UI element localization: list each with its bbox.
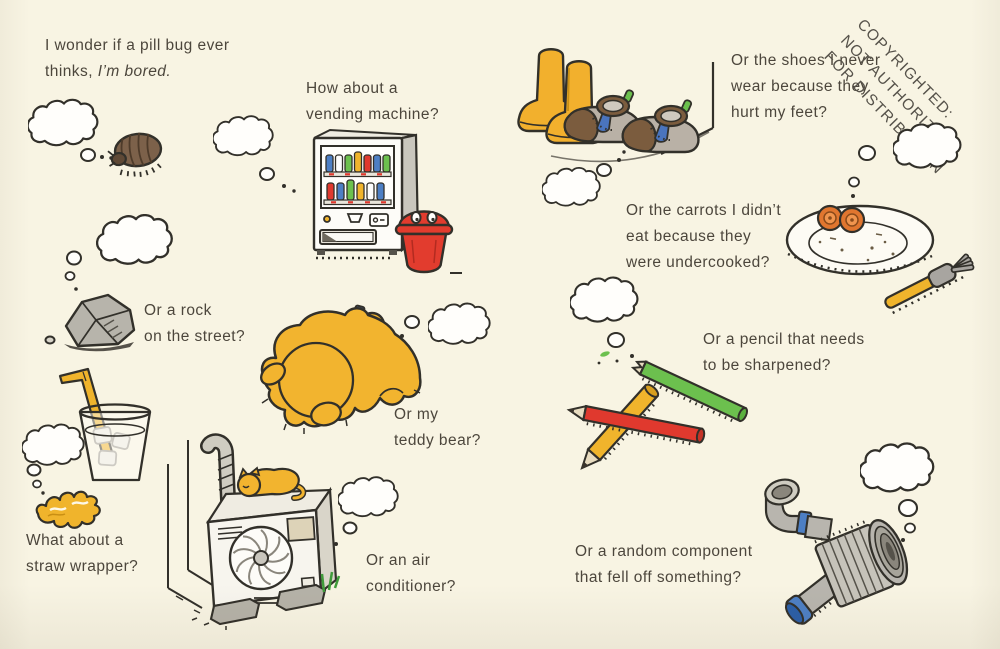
pencil-red — [566, 404, 706, 447]
component-illustration — [764, 478, 909, 625]
caption-line: teddy bear? — [394, 432, 481, 449]
caption-line: that fell off something? — [575, 569, 742, 586]
ac-fan — [228, 525, 294, 591]
caption-line: I wonder if a pill bug ever — [45, 37, 230, 54]
caption-line: What about a — [26, 532, 124, 549]
caption-shoes: Or the shoes I never wear because they h… — [731, 48, 880, 126]
thought-cloud-straw — [22, 423, 85, 495]
pebble — [44, 335, 56, 345]
caption-pill-bug: I wonder if a pill bug ever thinks, I’m … — [45, 33, 229, 85]
water-line — [84, 423, 146, 437]
thought-cloud-vending — [213, 115, 296, 193]
caption-line: to be sharpened? — [703, 357, 831, 374]
caption-line: eat because they — [626, 228, 752, 245]
pencil-green — [630, 360, 749, 424]
pencil-shaving — [600, 351, 610, 357]
component-elbow — [764, 478, 833, 542]
ac-pipe — [200, 433, 236, 508]
thought-cloud-shoes — [542, 150, 626, 207]
coin-slot — [346, 213, 364, 223]
shoe-back — [563, 89, 642, 144]
caption-vending: How about a vending machine? — [306, 76, 439, 128]
thought-cloud-rock — [64, 214, 173, 291]
caption-line: Or an air — [366, 552, 431, 569]
caption-pencil: Or a pencil that needs to be sharpened? — [703, 327, 865, 379]
caption-line: Or the carrots I didn’t — [626, 202, 782, 219]
thought-cloud-teddy — [400, 302, 491, 345]
air-conditioner-illustration — [167, 433, 341, 630]
component-body — [814, 519, 909, 608]
trash-can-illustration — [394, 210, 462, 274]
caption-line: were undercooked? — [626, 254, 770, 271]
concrete-block — [209, 597, 261, 626]
pill-bug-illustration — [107, 132, 163, 177]
caption-line: Or a pencil that needs — [703, 331, 865, 348]
coin-return-panel — [369, 213, 389, 227]
trash-body — [400, 232, 448, 274]
fork — [884, 253, 975, 315]
shoe-toe-cap — [563, 107, 599, 143]
caption-line: wear because they — [731, 78, 869, 95]
carrot-plate-illustration — [785, 204, 975, 315]
thought-cloud-component — [860, 442, 935, 542]
thought-cloud-pencil — [570, 276, 639, 358]
caption-air-conditioner: Or an air conditioner? — [366, 548, 456, 600]
bottle-row-1 — [325, 151, 391, 173]
cat-closed-eye — [242, 485, 250, 489]
pencils-illustration — [566, 351, 749, 470]
caption-line: conditioner? — [366, 578, 456, 595]
caption-carrots: Or the carrots I didn’t eat because they… — [626, 198, 781, 276]
caption-line: Or a random component — [575, 543, 753, 560]
carrot-slice — [838, 206, 866, 234]
caption-line: How about a — [306, 80, 398, 97]
caption-line: straw wrapper? — [26, 558, 139, 575]
caption-straw: What about a straw wrapper? — [26, 528, 138, 580]
caption-line: vending machine? — [306, 106, 440, 123]
wall-corner — [167, 440, 215, 614]
shoe-front — [621, 99, 700, 154]
caption-line: hurt my feet? — [731, 104, 828, 121]
thought-cloud-air-conditioner — [334, 476, 399, 546]
concrete-block — [275, 583, 327, 612]
pill-bug-head — [110, 151, 127, 167]
caption-component: Or a random component that fell off some… — [575, 539, 752, 591]
straw-wrapper-illustration — [35, 490, 101, 529]
teddy-foot — [310, 401, 342, 427]
caption-line: Or a rock — [144, 302, 212, 319]
caption-line: Or the shoes I never — [731, 52, 881, 69]
caption-line: Or my — [394, 406, 439, 423]
sleeping-cat — [236, 466, 307, 501]
glass-illustration — [58, 367, 152, 482]
shoe-toe-cap — [621, 117, 657, 153]
grass-tuft — [320, 571, 341, 593]
caption-teddy: Or my teddy bear? — [394, 402, 481, 454]
teddy-arm — [260, 362, 286, 386]
carrot-slice — [816, 204, 844, 232]
ac-panel — [286, 516, 316, 542]
vending-button — [323, 215, 331, 223]
cat-head — [236, 472, 262, 498]
thought-cloud-carrots — [848, 122, 962, 198]
crumbs — [818, 233, 895, 262]
shoes-illustration — [517, 48, 715, 163]
glass — [78, 410, 152, 482]
rock-illustration — [44, 293, 136, 352]
caption-line: on the street? — [144, 328, 246, 345]
caption-line: thinks, I’m bored. — [45, 63, 172, 80]
caption-rock: Or a rock on the street? — [144, 298, 245, 350]
teddy-bear-illustration — [260, 304, 422, 434]
